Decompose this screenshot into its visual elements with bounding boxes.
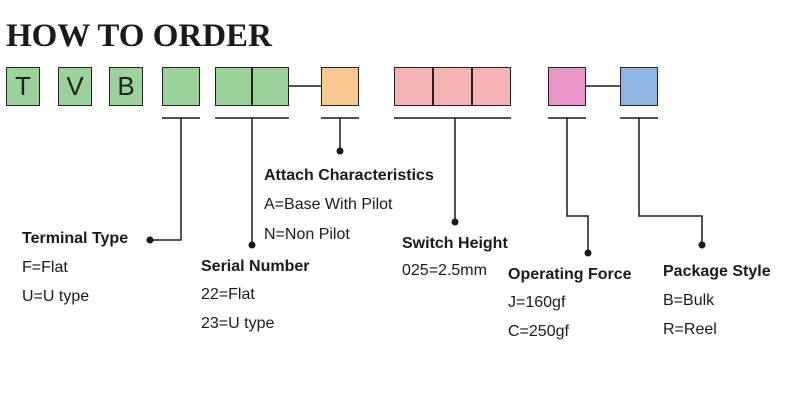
package-style-box xyxy=(620,67,658,106)
code-box-v: V xyxy=(58,67,92,106)
operating-force-heading: Operating Force xyxy=(508,266,632,283)
box-divider xyxy=(471,68,473,105)
switch-height-option: 025=2.5mm xyxy=(402,262,487,279)
leader-dot xyxy=(248,241,256,249)
attach-characteristics-option: A=Base With Pilot xyxy=(264,196,393,213)
attach-characteristics-option: N=Non Pilot xyxy=(264,226,350,243)
leader-force xyxy=(566,118,589,252)
attach-characteristics-heading: Attach Characteristics xyxy=(264,167,434,184)
box-divider xyxy=(251,68,253,105)
operating-force-option: J=160gf xyxy=(508,294,566,311)
package-style-heading: Package Style xyxy=(663,263,771,280)
attach-characteristics-box xyxy=(321,67,359,106)
leader-dot xyxy=(336,147,344,155)
leader-terminal xyxy=(150,118,182,241)
operating-force-box xyxy=(548,67,586,106)
terminal-type-box xyxy=(162,67,200,106)
serial-number-option: 23=U type xyxy=(201,315,275,332)
terminal-type-option: U=U type xyxy=(22,288,90,305)
code-box-t: T xyxy=(6,67,40,106)
box-divider xyxy=(432,68,434,105)
switch-height-box xyxy=(394,67,511,106)
operating-force-option: C=250gf xyxy=(508,323,569,340)
terminal-type-option: F=Flat xyxy=(22,259,68,276)
leader-package xyxy=(638,118,703,244)
leader-dot xyxy=(146,236,154,244)
leader-dot xyxy=(698,241,706,249)
serial-number-heading: Serial Number xyxy=(201,258,310,275)
leader-dot xyxy=(584,249,592,257)
serial-number-box xyxy=(215,67,289,106)
switch-height-heading: Switch Height xyxy=(402,235,508,252)
package-style-option: R=Reel xyxy=(663,321,717,338)
code-box-b: B xyxy=(109,67,143,106)
serial-number-option: 22=Flat xyxy=(201,286,255,303)
terminal-type-heading: Terminal Type xyxy=(22,230,129,247)
page-title: HOW TO ORDER xyxy=(6,18,272,54)
package-style-option: B=Bulk xyxy=(663,292,715,309)
leader-dot xyxy=(451,218,459,226)
